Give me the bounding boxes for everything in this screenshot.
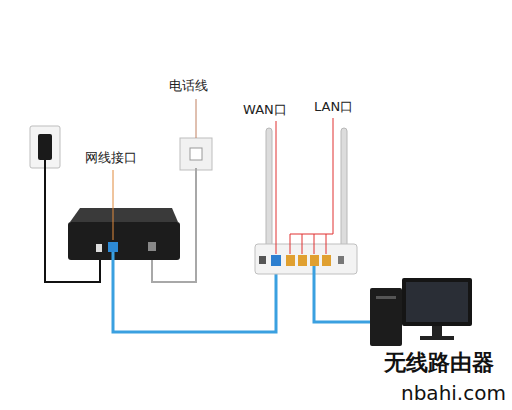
monitor: [402, 278, 472, 326]
modem-phone-port: [148, 242, 156, 251]
phone-jack: [180, 138, 212, 170]
leader-line: [276, 121, 277, 254]
callout-label: WAN口: [242, 102, 288, 118]
router-button: [338, 256, 344, 264]
leader-line: [196, 99, 197, 138]
pc-drive: [376, 296, 396, 299]
leader-line: [113, 170, 114, 240]
ethernet-cable: [314, 266, 372, 322]
callout-label: 网线接口: [84, 150, 138, 166]
modem-power-port: [96, 244, 102, 252]
watermark: nbahi.com: [400, 381, 507, 405]
ethernet-cable: [113, 252, 276, 332]
modem-top: [70, 208, 178, 222]
router-lan-port: [322, 255, 331, 266]
watermark: 无线路由器: [383, 350, 495, 376]
monitor-stand: [432, 326, 442, 336]
router-lan-port: [286, 255, 295, 266]
router-antenna: [341, 128, 347, 248]
leader-line: [326, 234, 327, 254]
callout-label: LAN口: [313, 99, 354, 115]
router-body: [255, 244, 357, 274]
modem-body: [68, 222, 180, 260]
leader-line: [314, 234, 315, 254]
router-lan-port: [310, 255, 319, 266]
callout-label: 电话线: [168, 78, 209, 94]
router-wan-port: [271, 255, 281, 266]
monitor-base: [420, 336, 454, 340]
power-adapter: [38, 134, 52, 160]
monitor-screen: [406, 282, 468, 322]
modem-lan-port: [108, 242, 118, 252]
router-lan-port: [298, 255, 307, 266]
router-antenna: [266, 128, 272, 248]
pc-tower: [370, 288, 402, 346]
phone-jack-port: [190, 148, 202, 160]
router-power-port: [259, 256, 266, 264]
leader-line: [302, 234, 303, 254]
leader-line: [290, 118, 333, 254]
